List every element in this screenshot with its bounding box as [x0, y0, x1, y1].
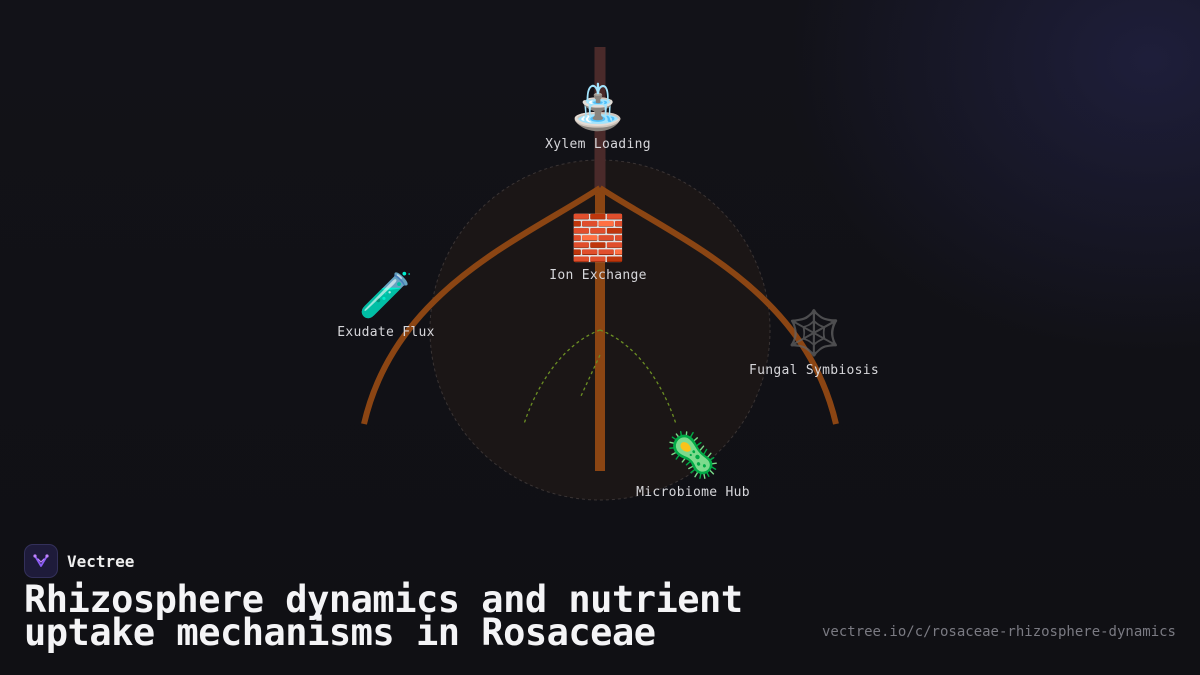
brick-icon: 🧱: [570, 213, 626, 264]
fountain-icon: ⛲: [570, 82, 626, 133]
node-microbiome-hub[interactable]: 🦠 Microbiome Hub: [636, 430, 750, 501]
node-label: Exudate Flux: [337, 325, 435, 340]
node-xylem-loading[interactable]: ⛲ Xylem Loading: [545, 82, 651, 153]
node-ion-exchange[interactable]: 🧱 Ion Exchange: [549, 213, 647, 284]
root-hair-center: [580, 354, 601, 397]
node-label: Fungal Symbiosis: [748, 363, 880, 378]
microbe-icon: 🦠: [665, 430, 721, 481]
brand[interactable]: Vectree: [24, 544, 134, 578]
page-title: Rhizosphere dynamics and nutrient uptake…: [24, 578, 743, 654]
lateral-root-right: [598, 185, 839, 425]
source-url[interactable]: vectree.io/c/rosaceae-rhizosphere-dynami…: [821, 624, 1176, 640]
root-hair-left: [523, 329, 601, 425]
node-label: Xylem Loading: [545, 137, 651, 152]
lateral-root-left: [361, 185, 602, 425]
node-exudate-flux[interactable]: 🧪 Exudate Flux: [337, 270, 435, 341]
test-tube-icon: 🧪: [358, 270, 414, 321]
root-hair-right: [599, 329, 677, 425]
node-label: Microbiome Hub: [636, 485, 750, 500]
node-label: Ion Exchange: [549, 268, 647, 283]
spider-web-icon: 🕸️: [786, 308, 842, 359]
brand-name: Vectree: [67, 551, 135, 571]
vectree-logo-icon: [24, 544, 58, 578]
node-fungal-symbiosis[interactable]: 🕸️ Fungal Symbiosis: [748, 308, 880, 379]
